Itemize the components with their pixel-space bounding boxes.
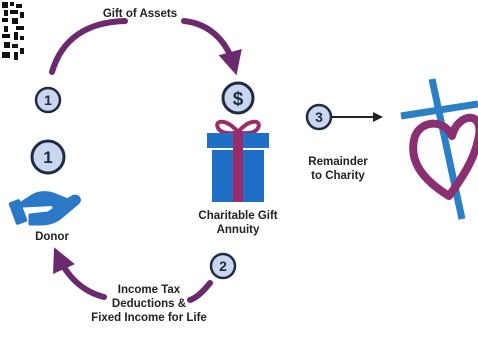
label-remainder-to-charity: Remainder to Charity <box>308 155 367 183</box>
arrow-donor-to-annuity <box>49 18 234 72</box>
step-circle-2: 2 <box>209 252 237 280</box>
step-circle-1-small: 1 <box>34 86 62 114</box>
qr-code-icon <box>0 0 26 64</box>
arrow-annuity-to-donor <box>58 256 213 303</box>
dollar-coin-icon: $ <box>221 81 255 115</box>
dollar-symbol: $ <box>233 89 244 110</box>
label-donor: Donor <box>35 231 69 243</box>
label-gift-annuity: Charitable Gift Annuity <box>198 209 277 237</box>
label-gift-annuity-line2: Annuity <box>216 224 260 236</box>
charity-heart-cross-logo <box>400 78 478 220</box>
label-remainder-line2: to Charity <box>311 170 365 182</box>
label-gift-annuity-line1: Charitable Gift <box>198 210 278 222</box>
step-circle-3: 3 <box>305 103 333 131</box>
gift-box-icon <box>207 119 269 202</box>
label-gift-of-assets: Gift of Assets <box>102 8 178 20</box>
label-income-tax-line1: Income Tax <box>117 284 181 296</box>
step-number-2: 2 <box>219 258 227 274</box>
step-number-1-large: 1 <box>43 148 52 167</box>
label-income-tax-line2: Deductions & <box>111 298 187 310</box>
step-number-1-small: 1 <box>44 92 52 108</box>
hand-icon <box>8 191 81 226</box>
step-number-3: 3 <box>315 109 323 125</box>
label-income-tax-line3: Fixed Income for Life <box>91 312 207 324</box>
label-remainder-line1: Remainder <box>308 156 368 168</box>
label-income-tax: Income Tax Deductions & Fixed Income for… <box>91 283 207 325</box>
step-circle-1-large: 1 <box>30 139 66 175</box>
